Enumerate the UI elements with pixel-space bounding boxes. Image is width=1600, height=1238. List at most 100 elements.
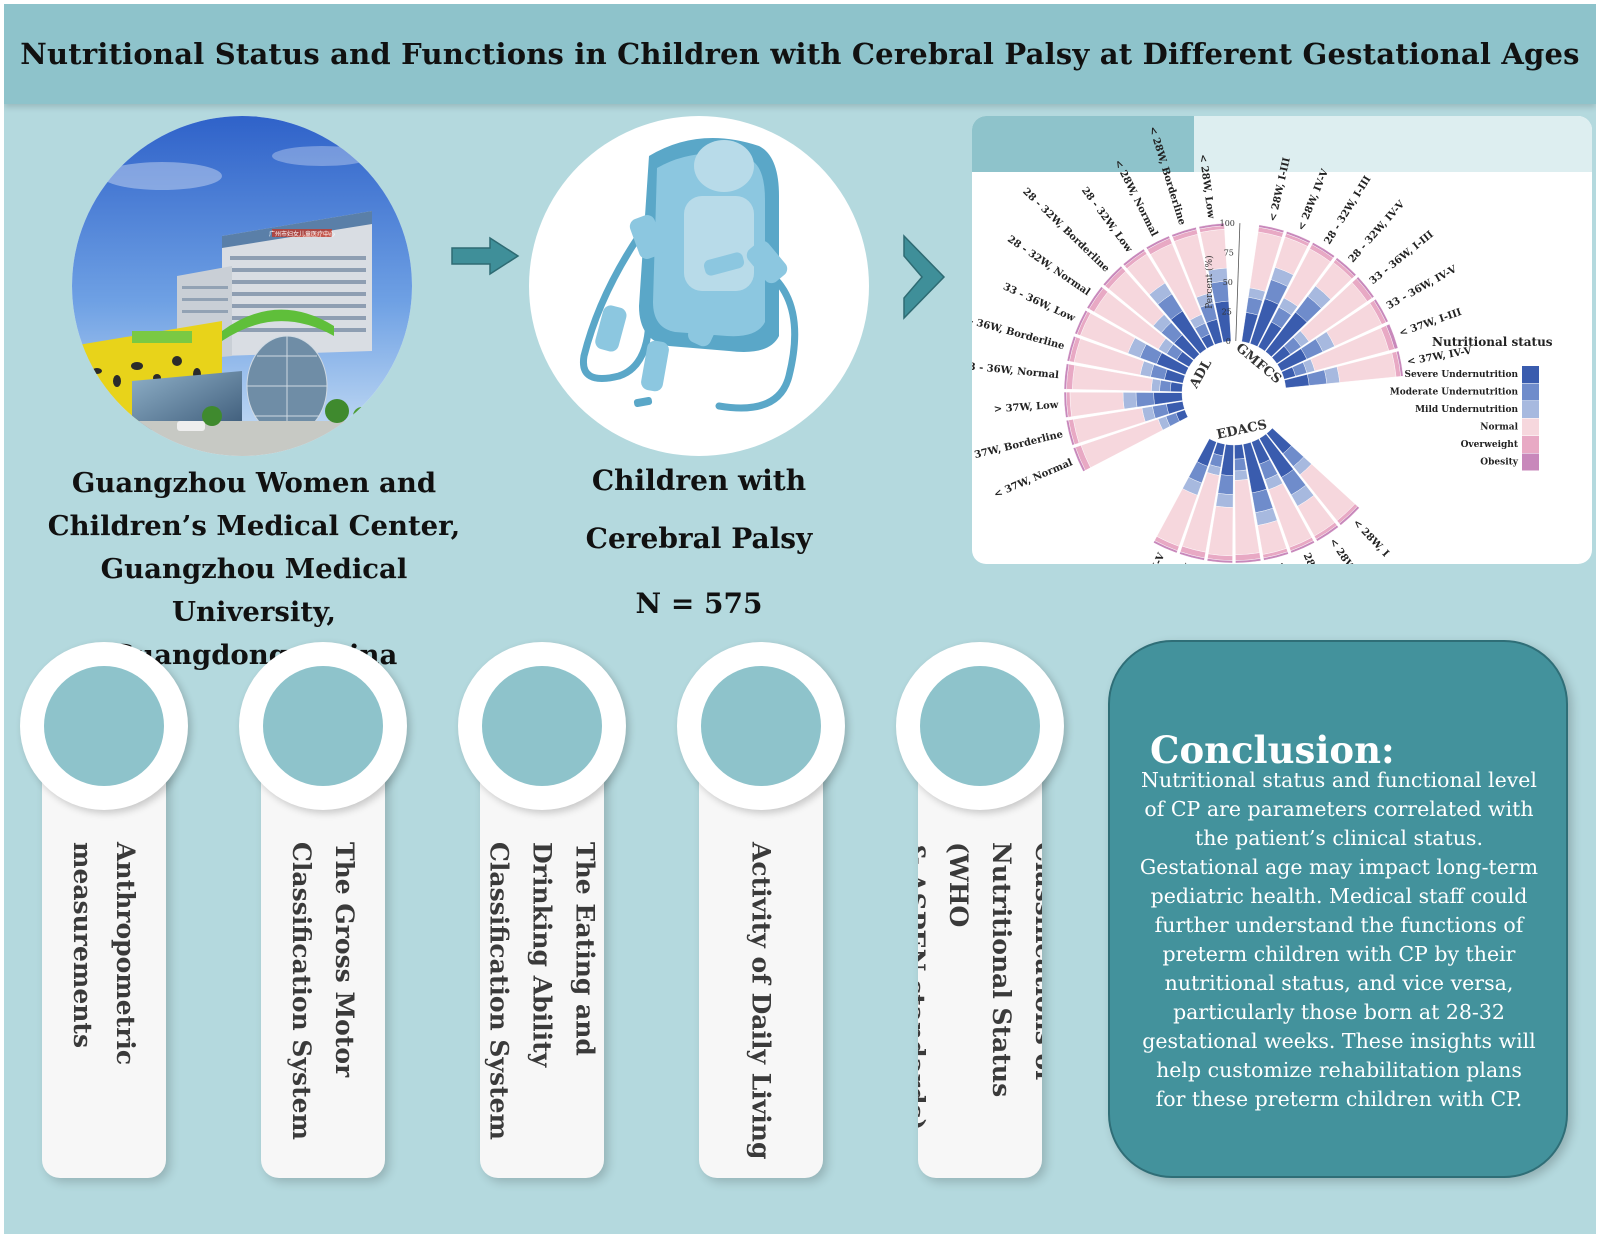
- chart-legend-label: Moderate Undernutrition: [1390, 388, 1519, 398]
- chart-bar-label: < 28W, Low: [1197, 154, 1217, 220]
- chart-bar-segment: [1215, 493, 1234, 508]
- method-card-circle-icon: [896, 642, 1064, 810]
- chart-bar-segment: [1074, 310, 1088, 335]
- arrow-right-icon: [451, 236, 520, 276]
- chart-bar-label: < 28W, II-V: [1327, 537, 1371, 564]
- chart-bar-segment: [1122, 392, 1138, 410]
- method-card-line: The Eating and: [570, 842, 600, 1056]
- hospital-name-line: Children’s Medical Center,: [47, 510, 461, 542]
- infographic: Nutritional Status and Functions in Chil…: [4, 4, 1596, 1234]
- chart-legend-label: Severe Undernutrition: [1405, 370, 1519, 380]
- wheelchair-icon: [579, 138, 799, 412]
- chart-bar-segment: [1258, 224, 1285, 234]
- chart-bar-segment: [1170, 381, 1184, 393]
- chart-legend-swatch: [1522, 436, 1539, 453]
- method-card-line: The Gross Motor: [330, 842, 359, 1078]
- chart-legend-label: Normal: [1480, 423, 1518, 433]
- chart-bar-segment: [1285, 231, 1311, 244]
- chart-bar-segment: [1234, 458, 1247, 472]
- chart-bar-segment: [1135, 392, 1155, 408]
- chart-bar-label: < 28W, Borderline: [1146, 125, 1187, 226]
- chart-bar-label: 33 - 36W, Low: [1001, 282, 1077, 325]
- method-card-circle-icon: [458, 642, 626, 810]
- chart-bar-segment: [1063, 363, 1070, 390]
- method-card-line: & ASPEN standards): [918, 842, 930, 1131]
- method-card-line: Classification System: [287, 842, 316, 1140]
- chart-bar-segment: [1263, 551, 1289, 561]
- chart-bar-label: < 28W, I-III: [1268, 156, 1293, 222]
- chart-bar-segment: [1151, 378, 1161, 392]
- chart-header-bar-light: [1194, 116, 1592, 172]
- chart-bar-label: < 37W, II-V: [1132, 551, 1168, 564]
- radial-chart: < 28W, I-III< 28W, IV-V28 - 32W, I-III28…: [972, 125, 1553, 564]
- chart-bar-label: < 37W, Borderline: [972, 429, 1064, 464]
- chart-bar-segment: [1290, 540, 1315, 554]
- chart-legend-swatch: [1522, 453, 1539, 471]
- chart-legend-label: Mild Undernutrition: [1415, 405, 1518, 415]
- method-card-dot: [920, 666, 1040, 786]
- hospital-name-line: Guangzhou Medical University,: [100, 553, 408, 628]
- chart-bar-label: < 37W, Normal: [992, 457, 1074, 500]
- method-card-line: measurements: [68, 842, 97, 1049]
- chart-bar-segment: [1373, 298, 1389, 323]
- method-card-dot: [701, 666, 821, 786]
- chart-bar-segment: [1338, 505, 1360, 526]
- method-card-label: Anthropometric measurements: [61, 842, 147, 1162]
- chart-bar-segment: [1198, 223, 1225, 230]
- chart-tick-label: 0: [1226, 337, 1231, 346]
- chart-bar-segment: [1217, 474, 1234, 495]
- title-banner: Nutritional Status and Functions in Chil…: [4, 4, 1596, 104]
- chart-bar-label: < 28W, IV-V: [1296, 168, 1331, 233]
- method-card-label: The Gross Motor Classification System: [280, 842, 366, 1162]
- chart-bar-segment: [1335, 257, 1357, 277]
- sample-size: N = 575: [635, 587, 763, 620]
- chart-bar-label: 33 - 36W, IV-V: [1385, 264, 1459, 312]
- chart-bar-label: 28 - 32W, I: [1301, 552, 1336, 564]
- method-card-line: Anthropometric: [111, 842, 140, 1066]
- method-card-circle-icon: [20, 642, 188, 810]
- conclusion-text: Nutritional status and functional level …: [1139, 768, 1539, 1111]
- cohort-label-line: Cerebral Palsy: [585, 522, 813, 555]
- hospital-name-line: Guangzhou Women and: [71, 467, 437, 499]
- chevron-right-icon: [903, 234, 946, 320]
- method-card-label: Activity of Daily Living: [740, 842, 783, 1162]
- chart-bar-label: < 28W, I: [1350, 518, 1390, 560]
- method-card-circle-icon: [239, 642, 407, 810]
- cohort-label-line: Children with: [591, 464, 807, 497]
- chart-tick-label: 100: [1220, 219, 1235, 228]
- chart-bar-segment: [1315, 524, 1339, 542]
- method-card-circle-icon: [677, 642, 845, 810]
- page-title: Nutritional Status and Functions in Chil…: [20, 37, 1580, 71]
- chart-legend-label: Overweight: [1461, 440, 1519, 450]
- chart-legend-swatch: [1522, 366, 1539, 383]
- hospital-name: Guangzhou Women and Children’s Medical C…: [24, 462, 484, 677]
- chart-bar-label: 33 - 36W, Normal: [972, 361, 1060, 381]
- method-card-dot: [263, 666, 383, 786]
- chart-bar-segment: [1159, 379, 1172, 392]
- chart-bar-segment: [1356, 276, 1375, 299]
- chart-axis-label: Percent (%): [1204, 255, 1215, 309]
- chart-bar-segment: [1066, 335, 1077, 362]
- chart-bar-segment: [1145, 235, 1171, 250]
- method-card-line: Classifications of: [1030, 842, 1042, 1081]
- method-card-label: Classifications of Nutritional Status (WH…: [918, 842, 1042, 1162]
- chart-tick-label: 75: [1224, 249, 1234, 258]
- method-card-dot: [44, 666, 164, 786]
- chart-bar-segment: [1171, 227, 1197, 238]
- conclusion-box: Conclusion: Nutritional status and funct…: [1108, 640, 1568, 1178]
- chart-bar-segment: [1086, 286, 1104, 310]
- wheelchair-illustration: [529, 116, 869, 456]
- chart-bar-segment: [1122, 248, 1146, 267]
- chart-legend-swatch: [1522, 401, 1539, 418]
- conclusion-heading: Conclusion:: [1150, 728, 1395, 772]
- chart-bar-segment: [1311, 242, 1335, 259]
- chart-bar-segment: [1179, 551, 1205, 561]
- chart-bar-segment: [1234, 444, 1245, 460]
- method-card-line: Nutritional Status (WHO: [944, 842, 1016, 1098]
- hospital-sign: 广州市妇女儿童医疗中心: [269, 230, 335, 238]
- chart-legend-swatch: [1522, 418, 1539, 436]
- chart-bar-segment: [1235, 558, 1262, 564]
- chart-legend-title: Nutritional status: [1432, 335, 1553, 349]
- chart-bar-segment: [1206, 558, 1233, 564]
